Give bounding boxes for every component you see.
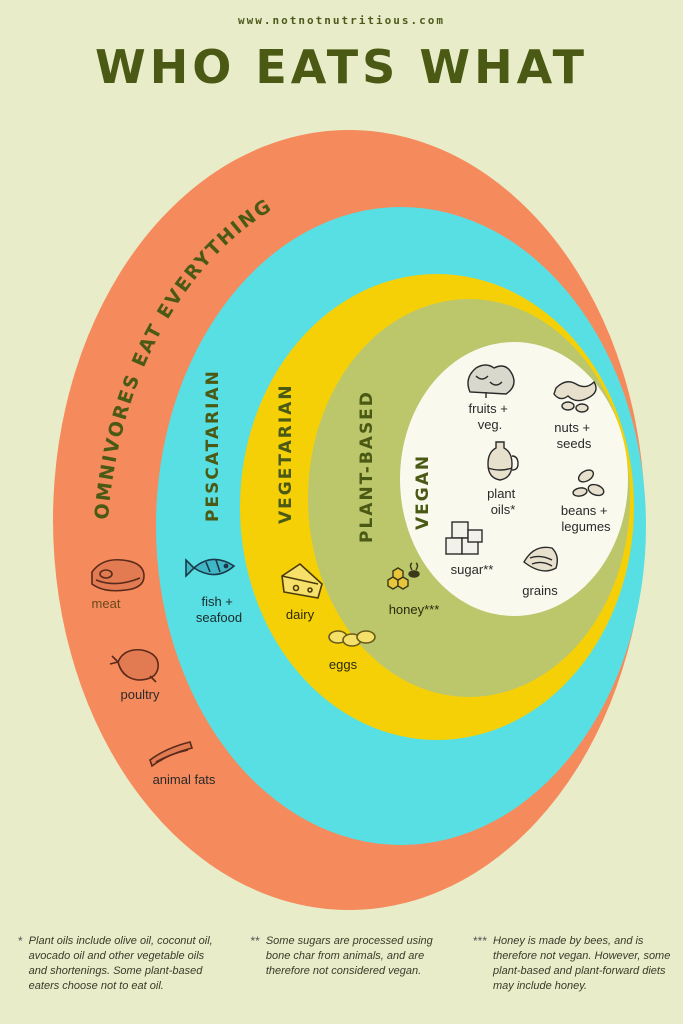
vegetarian-label: VEGETARIAN	[276, 383, 296, 524]
meat-icon	[91, 558, 145, 592]
cheese-icon	[281, 562, 323, 599]
dairy-label: dairy	[286, 607, 315, 622]
poultry-icon	[109, 648, 159, 683]
fish-label: fish + seafood	[196, 594, 242, 625]
footnote-text: Plant oils include olive oil, coconut oi…	[28, 935, 213, 992]
plant-based-label: PLANT-BASED	[357, 390, 377, 543]
grains-icon	[523, 546, 559, 572]
page-title: WHO EATS WHAT	[95, 40, 588, 94]
footnote-mark: *	[18, 934, 23, 948]
animal-fats-label: animal fats	[153, 772, 216, 787]
honey-label: honey***	[389, 602, 440, 617]
footnote-honey: *** Honey is made by bees, and is theref…	[473, 934, 678, 994]
footnote-plant-oils: * Plant oils include olive oil, coconut …	[18, 934, 218, 994]
meat-label: meat	[92, 596, 121, 611]
animal-fats-icon	[149, 741, 194, 768]
footnote-text: Some sugars are processed using bone cha…	[265, 935, 433, 977]
oil-bottle-icon	[487, 441, 519, 481]
footnote-text: Honey is made by bees, and is therefore …	[493, 935, 671, 992]
sugar-cubes-icon	[445, 521, 483, 555]
fruits-veg-label: fruits + veg.	[469, 401, 512, 432]
eggs-icon	[328, 630, 376, 647]
footnotes: * Plant oils include olive oil, coconut …	[18, 934, 678, 994]
footnote-sugars: ** Some sugars are processed using bone …	[251, 934, 441, 994]
beans-icon	[572, 469, 605, 497]
sugar-label: sugar**	[451, 562, 494, 577]
website-url: www.notnotnutritious.com	[238, 14, 445, 27]
plant-oils-label: plant oils*	[487, 486, 519, 517]
honey-icon	[387, 562, 420, 590]
footnote-mark: ***	[473, 934, 488, 948]
nuts-icon	[553, 380, 597, 413]
grains-label: grains	[522, 583, 558, 598]
eggs-label: eggs	[329, 657, 358, 672]
pescatarian-label: PESCATARIAN	[203, 369, 223, 522]
poultry-label: poultry	[120, 687, 160, 702]
fruits-veg-icon	[467, 364, 515, 398]
footnote-mark: **	[250, 934, 260, 948]
beans-legumes-label: beans + legumes	[561, 503, 611, 534]
fish-icon	[185, 558, 236, 578]
nuts-seeds-label: nuts + seeds	[554, 420, 593, 451]
vegan-label: VEGAN	[413, 454, 433, 530]
